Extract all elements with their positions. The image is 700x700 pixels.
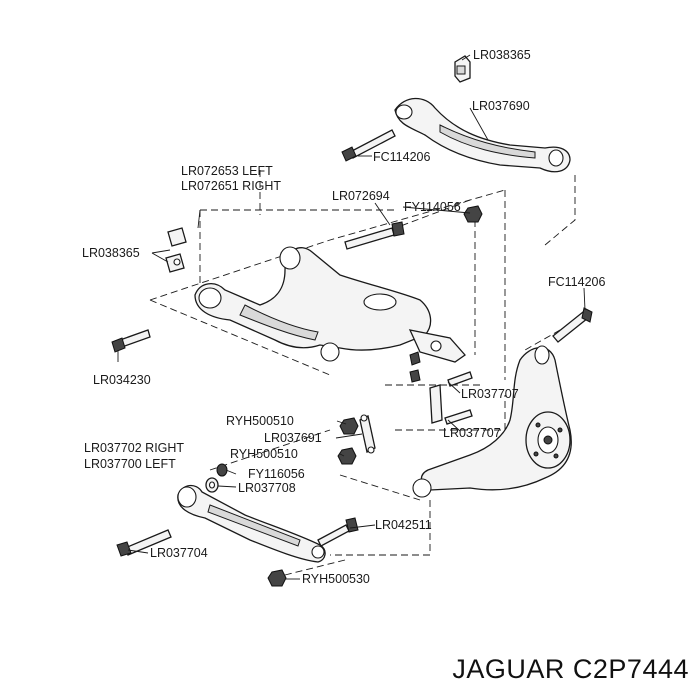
bolt-lr034230 xyxy=(111,329,151,353)
label-lr072694: LR072694 xyxy=(332,189,390,203)
bolt-lr042511 xyxy=(317,517,359,547)
bolt-lr037704 xyxy=(116,529,172,557)
upper-control-arm xyxy=(394,97,571,173)
nut-fy114056 xyxy=(463,205,483,223)
washers-fy116056-lr037708 xyxy=(205,463,228,493)
label-ryh500510-lower: RYH500510 xyxy=(230,447,298,461)
label-lr037708: LR037708 xyxy=(238,481,296,495)
label-lr037707-upper: LR037707 xyxy=(461,387,519,401)
bolt-fc114206-right xyxy=(552,307,593,343)
hub-knuckle xyxy=(412,345,572,498)
label-fc114206-top: FC114206 xyxy=(373,150,430,164)
left-bushing-bracket xyxy=(165,227,187,273)
toe-link-lr037691 xyxy=(359,414,376,454)
label-fc114206-right: FC114206 xyxy=(548,275,605,289)
leader-lines xyxy=(117,54,586,580)
label-lr038365-left: LR038365 xyxy=(82,246,140,260)
bolt-lr072694 xyxy=(344,221,405,250)
links-lr037707 xyxy=(409,351,473,425)
label-lr072653-left: LR072653 LEFT xyxy=(181,164,273,178)
label-fy116056: FY116056 xyxy=(248,467,305,481)
lower-control-arm xyxy=(194,246,466,363)
lower-lateral-arm xyxy=(177,484,326,563)
nut-ryh500530 xyxy=(267,569,287,587)
label-lr037702-right: LR037702 RIGHT xyxy=(84,441,184,455)
nuts-ryh500510 xyxy=(337,417,359,465)
label-fy114056: FY114056 xyxy=(404,200,461,214)
part-labels: LR038365 LR037690 FC114206 LR072653 LEFT… xyxy=(82,48,605,586)
brand-part-number: JAGUAR C2P7444 xyxy=(452,654,689,684)
label-lr037700-left: LR037700 LEFT xyxy=(84,457,176,471)
label-lr037691: LR037691 xyxy=(264,431,322,445)
label-lr037690: LR037690 xyxy=(472,99,530,113)
label-lr072651-right: LR072651 RIGHT xyxy=(181,179,281,193)
bolt-fc114206-top xyxy=(341,129,396,162)
label-lr037707-lower: LR037707 xyxy=(443,426,501,440)
label-ryh500530: RYH500530 xyxy=(302,572,370,586)
top-bushing-bracket xyxy=(454,55,471,83)
label-ryh500510-upper: RYH500510 xyxy=(226,414,294,428)
label-lr038365-top: LR038365 xyxy=(473,48,531,62)
label-lr042511: LR042511 xyxy=(375,518,432,532)
label-lr034230: LR034230 xyxy=(93,373,151,387)
label-lr037704: LR037704 xyxy=(150,546,208,560)
